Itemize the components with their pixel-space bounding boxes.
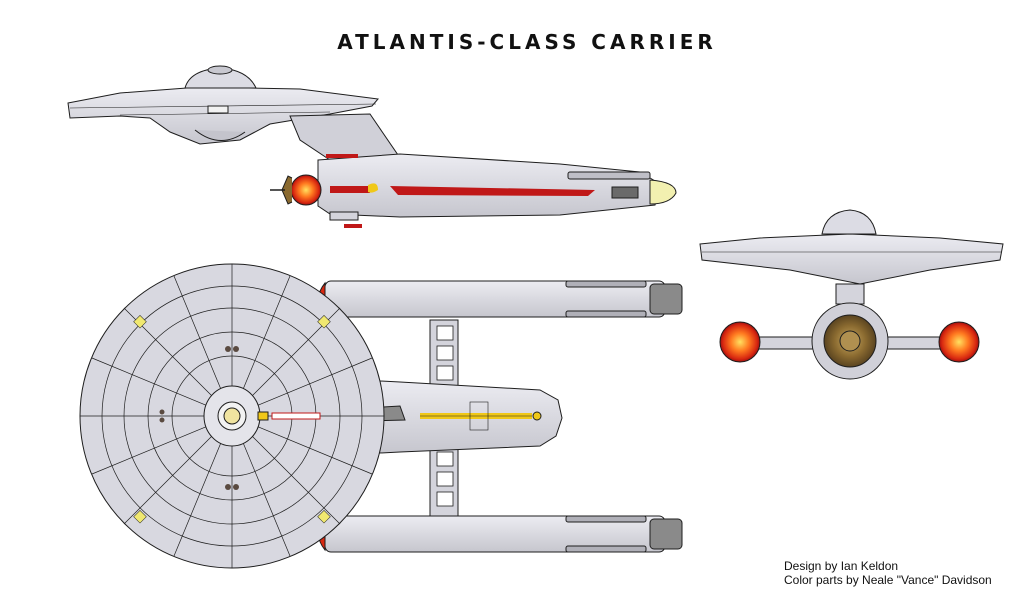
side-red-stripe	[390, 186, 595, 196]
front-bridge	[821, 209, 877, 235]
credit-color: Color parts by Neale "Vance" Davidson	[784, 573, 992, 587]
front-nacelle-right	[938, 321, 980, 363]
front-saucer	[699, 233, 1004, 285]
side-neck	[289, 113, 399, 161]
diagram-title: ATLANTIS-CLASS CARRIER	[337, 30, 717, 54]
credit-design: Design by Ian Keldon	[784, 559, 899, 573]
top-view	[79, 263, 683, 569]
credits: Design by Ian Keldon Color parts by Neal…	[784, 559, 992, 587]
top-nacelle-upper	[318, 280, 683, 318]
side-deflector	[290, 174, 322, 206]
top-nacelle-lower	[318, 515, 683, 553]
front-nacelle-left	[719, 321, 761, 363]
front-view	[699, 209, 1004, 380]
side-view	[67, 65, 677, 228]
top-saucer	[79, 263, 385, 569]
side-secondary-hull	[317, 153, 661, 218]
